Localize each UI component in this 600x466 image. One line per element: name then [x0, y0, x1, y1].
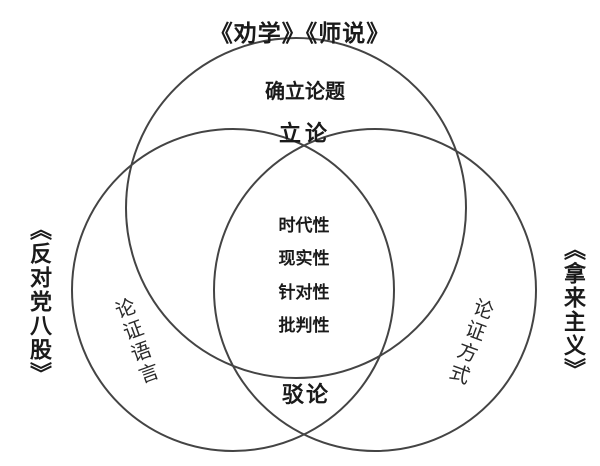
right-side-label: 《拿来主义》	[560, 238, 585, 382]
left-circle	[71, 128, 395, 452]
top-circle-lower-text: 立论	[278, 122, 332, 147]
top-circle-upper-text: 确立论题	[265, 79, 345, 103]
center-item-3: 针对性	[278, 283, 330, 303]
left-side-label: 《反对党八股》	[26, 218, 51, 386]
center-item-2: 现实性	[278, 249, 330, 269]
center-item-1: 时代性	[278, 216, 330, 236]
top-circle	[125, 37, 467, 379]
center-item-4: 批判性	[278, 316, 330, 336]
right-circle	[213, 128, 537, 452]
bottom-region-label: 驳论	[281, 383, 331, 408]
diagram-title: 《劝学》《师说》	[209, 21, 391, 47]
